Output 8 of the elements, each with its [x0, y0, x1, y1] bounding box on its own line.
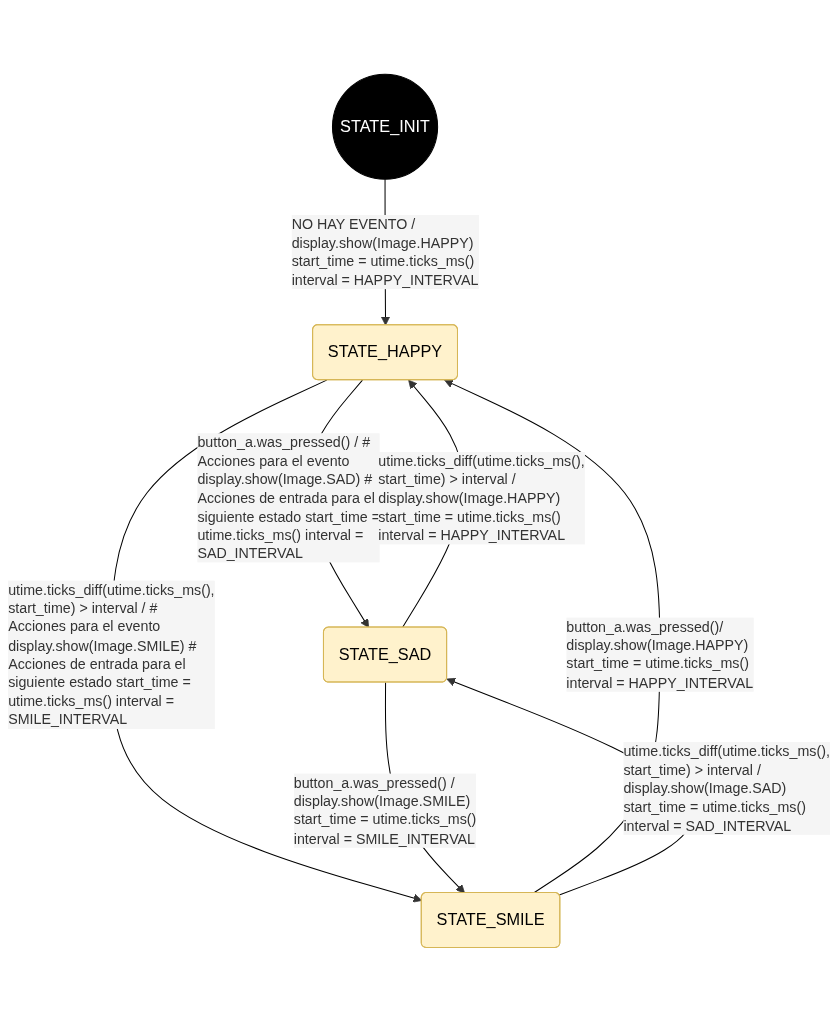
node-circle: STATE_INIT [331, 73, 439, 181]
edge-label: utime.ticks_diff(utime.ticks_ms(), start_time) > interval / # Acciones para el evento display.show(Image.SMILE) # Acciones de entrada para el siguiente estado start_time = utime.ticks_ms() interval = SMILE_INTERVAL [8, 581, 215, 728]
edge-label: button_a.was_pressed() / # Acciones para el evento display.show(Image.SAD) # Acciones de entrada para el siguiente estado start_time = utime.ticks_ms() interval = SAD_INTERVAL [197, 434, 380, 562]
edge-label: utime.ticks_diff(utime.ticks_ms(), start_time) > interval / display.show(Image.HAPPY) start_time = utime.ticks_ms() interval = HAPPY_INTERVAL [378, 453, 585, 544]
edge-label: NO HAY EVENTO / display.show(Image.HAPPY) start_time = utime.ticks_ms() interval = HAPPY_INTERVAL [291, 216, 479, 289]
edge-label: button_a.was_pressed()/ display.show(Image.HAPPY) start_time = utime.ticks_ms() interval = HAPPY_INTERVAL [566, 618, 754, 691]
edge-label: utime.ticks_diff(utime.ticks_ms(), start_time) > interval / display.show(Image.SAD) start_time = utime.ticks_ms() interval = SAD_INTERVAL [623, 743, 830, 834]
edge-label: button_a.was_pressed() / display.show(Image.SMILE) start_time = utime.ticks_ms() interval = SMILE_INTERVAL [293, 774, 477, 847]
